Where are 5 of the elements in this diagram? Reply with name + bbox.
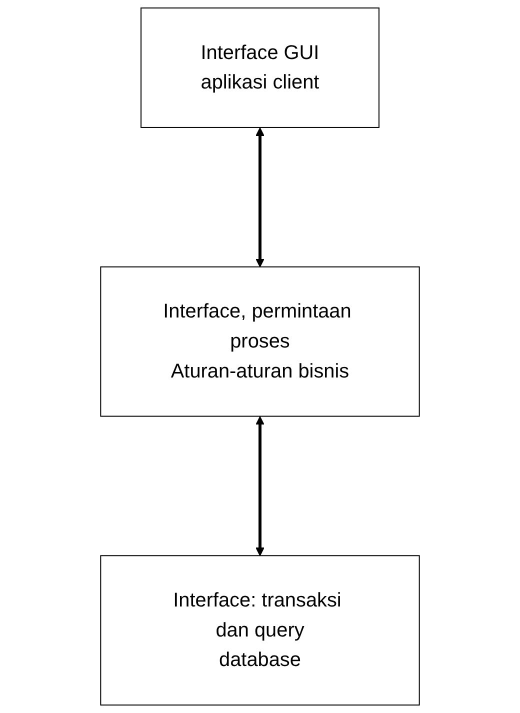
node-box: Interface: transaksi dan query database xyxy=(100,555,420,706)
arrow xyxy=(256,127,264,268)
node-box: Interface GUI aplikasi client xyxy=(140,7,380,128)
node-box: Interface, permintaan proses Aturan-aturan bisnis xyxy=(100,266,420,417)
arrow xyxy=(256,416,264,556)
